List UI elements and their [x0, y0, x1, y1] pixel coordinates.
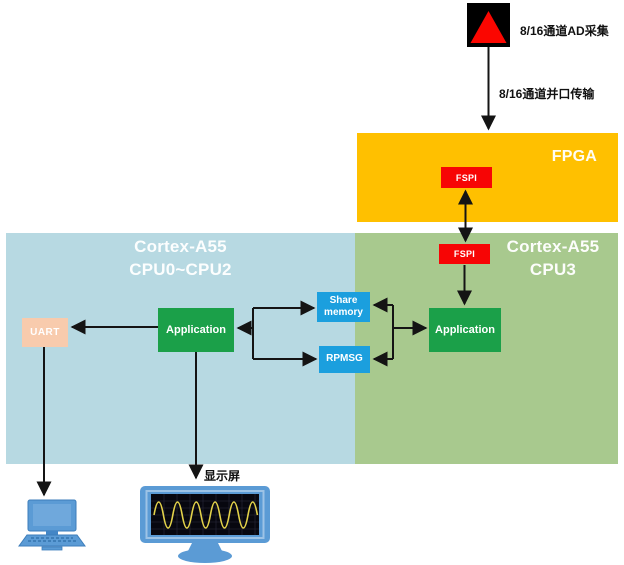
cluster-title-line2: CPU0~CPU2 [129, 259, 232, 279]
cpu3-title-line2: CPU3 [529, 259, 577, 279]
cpu3-title: Cortex-A55 CPU3 [443, 236, 624, 282]
application-box-cpu3: Application [429, 308, 501, 352]
bracket-left [236, 300, 318, 367]
uart-box: UART [22, 318, 68, 347]
share-memory-box: Share memory [317, 292, 370, 322]
bracket-right [372, 297, 428, 367]
desktop-computer-icon [18, 499, 86, 551]
cpu3-title-line1: Cortex-A55 [506, 237, 600, 256]
application-box-cpu0-cpu2: Application [158, 308, 234, 352]
cluster-title-line1: Cortex-A55 [134, 237, 227, 256]
ad-converter-icon [467, 3, 510, 47]
sine-wave [153, 501, 259, 529]
scope-grid [151, 494, 259, 535]
cluster-title: Cortex-A55 CPU0~CPU2 [6, 236, 355, 282]
fpga-title: FPGA [551, 148, 597, 165]
fspi-box-fpga: FSPI [441, 167, 492, 188]
fspi-box-cpu3: FSPI [439, 244, 490, 264]
waveform-monitor-icon [140, 486, 270, 563]
share-memory-line2: memory [324, 307, 363, 318]
share-memory-line1: Share [329, 294, 358, 306]
ad-module-label: 8/16通道AD采集 [520, 24, 609, 38]
rpmsg-box: RPMSG [319, 346, 370, 373]
display-label: 显示屏 [204, 469, 241, 483]
parallel-transfer-label: 8/16通道并口传输 [499, 87, 595, 101]
